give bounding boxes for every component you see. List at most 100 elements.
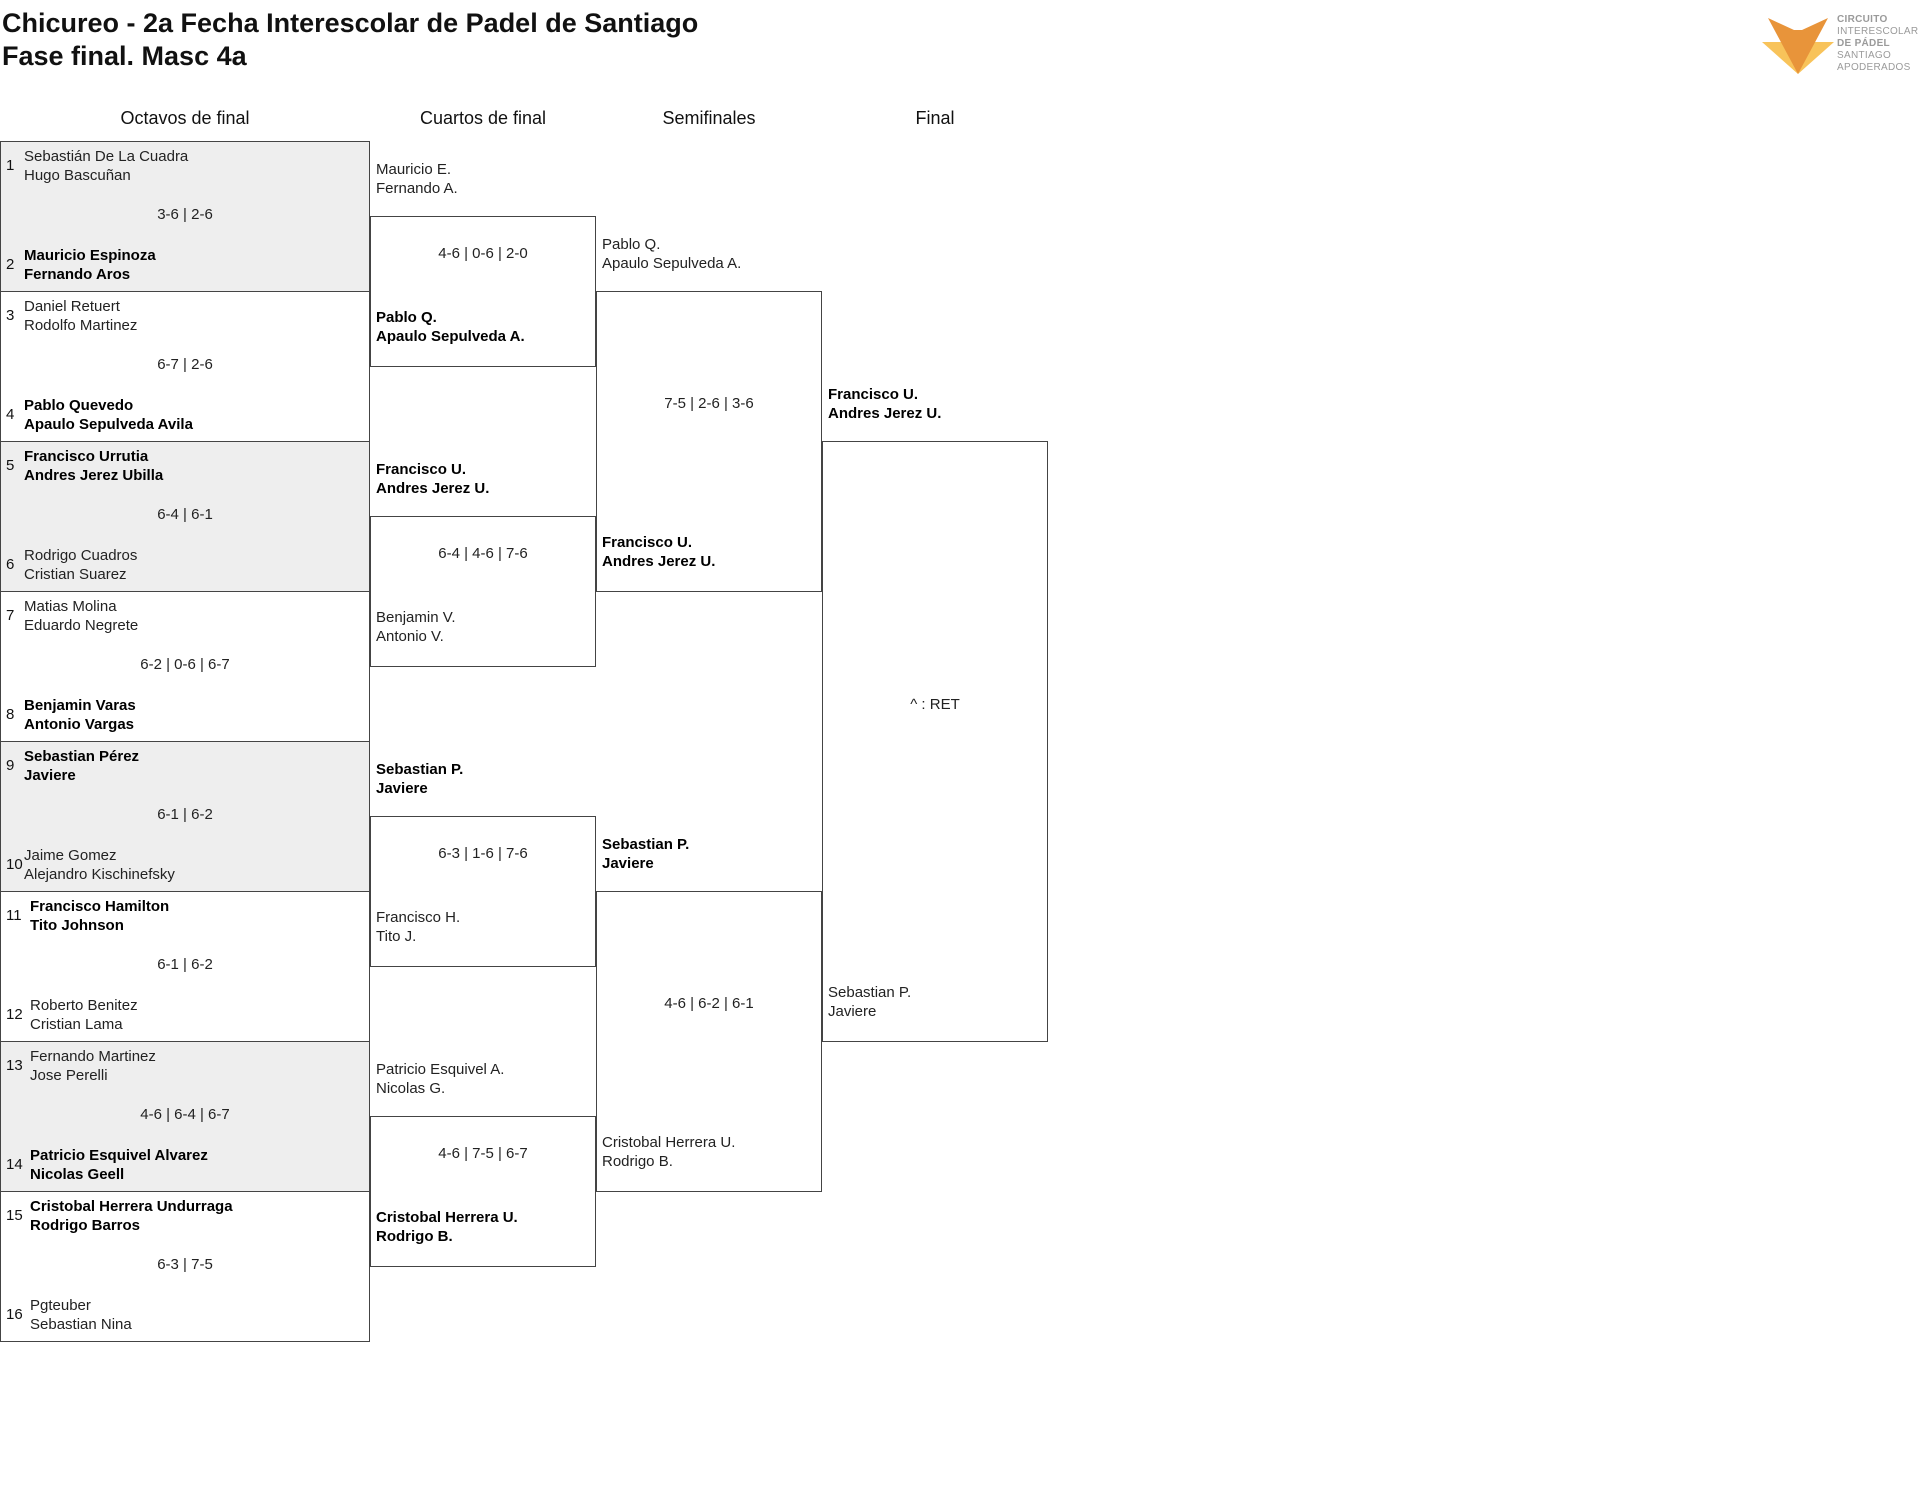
player-name: Benjamin Varas bbox=[24, 697, 136, 714]
player-name: Rodrigo Cuadros bbox=[24, 547, 138, 564]
player-name: Patricio Esquivel Alvarez bbox=[30, 1147, 208, 1164]
player-name: Antonio V. bbox=[376, 628, 444, 645]
logo-line: CIRCUITO bbox=[1837, 14, 1888, 25]
logo-line: APODERADOS bbox=[1837, 62, 1911, 73]
player-name: Jaime Gomez bbox=[24, 847, 117, 864]
round-header-final: Final bbox=[915, 108, 955, 128]
match-score: 4-6 | 7-5 | 6-7 bbox=[438, 1145, 528, 1162]
match-score: 6-4 | 4-6 | 7-6 bbox=[438, 545, 528, 562]
match-box-octavos bbox=[0, 141, 370, 292]
player-name: Apaulo Sepulveda A. bbox=[376, 328, 525, 345]
seed-number: 11 bbox=[6, 907, 22, 924]
team-entry: Benjamin V.Antonio V. bbox=[376, 608, 456, 646]
seed-number: 9 bbox=[6, 757, 15, 774]
player-name: Cristobal Herrera U. bbox=[602, 1134, 736, 1151]
team-entry: Cristobal Herrera U. Rodrigo B. bbox=[376, 1208, 518, 1246]
match-score: 6-4 | 6-1 bbox=[157, 506, 213, 523]
player-name: Matias Molina bbox=[24, 598, 117, 615]
match-score: 4-6 | 6-2 | 6-1 bbox=[664, 995, 754, 1012]
match-score: 6-3 | 7-5 bbox=[157, 1256, 213, 1273]
match-score: 6-1 | 6-2 bbox=[157, 806, 213, 823]
team-entry: Sebastian P. Javiere bbox=[376, 760, 463, 798]
seed-number: 13 bbox=[6, 1057, 23, 1074]
logo-dark-shape bbox=[1768, 18, 1828, 74]
player-name: Francisco U. bbox=[602, 534, 693, 551]
player-name: Pablo Quevedo bbox=[24, 397, 134, 414]
player-name: Apaulo Sepulveda A. bbox=[602, 255, 742, 272]
player-name: Pablo Q. bbox=[602, 236, 661, 253]
player-name: Daniel Retuert bbox=[24, 298, 120, 315]
player-name: Cristian Lama bbox=[30, 1016, 123, 1033]
player-name: Francisco U. bbox=[828, 386, 919, 403]
seed-number: 12 bbox=[6, 1006, 23, 1023]
team-entry: Pablo Q.Apaulo Sepulveda A. bbox=[376, 308, 525, 346]
match-box-semis bbox=[596, 891, 822, 1192]
player-name: Sebastian P. bbox=[376, 761, 464, 778]
match-score: 6-1 | 6-2 bbox=[157, 956, 213, 973]
player-name: Pgteuber bbox=[30, 1297, 91, 1314]
logo-text: CIRCUITO INTERESCOLAR DE PÁDEL SANTIAGO … bbox=[1837, 14, 1918, 74]
player-name: Sebastián De La Cuadra bbox=[24, 148, 189, 165]
player-name: Rodrigo Barros bbox=[30, 1217, 141, 1234]
player-name: Mauricio Espinoza bbox=[24, 247, 156, 264]
seed-number: 15 bbox=[6, 1207, 23, 1224]
match-score: 6-7 | 2-6 bbox=[157, 356, 213, 373]
player-name: Andres Jerez U. bbox=[828, 405, 942, 422]
team-entry: Sebastian P.Javiere bbox=[602, 835, 689, 873]
player-name: Javiere bbox=[376, 780, 428, 797]
match-score: 4-6 | 0-6 | 2-0 bbox=[438, 245, 528, 262]
seed-number: 4 bbox=[6, 406, 15, 423]
player-name: Cristian Suarez bbox=[24, 566, 127, 583]
team-entry: Sebastian P.Javiere bbox=[828, 983, 911, 1021]
player-name: Cristobal Herrera Undurraga bbox=[30, 1198, 233, 1215]
team-entry: Francisco H.Tito J. bbox=[376, 908, 460, 946]
player-name: Rodrigo B. bbox=[376, 1228, 453, 1245]
match-score: 3-6 | 2-6 bbox=[157, 206, 213, 223]
player-name: Francisco H. bbox=[376, 909, 461, 926]
final-note: ^ : RET bbox=[910, 696, 960, 713]
seed-number: 14 bbox=[6, 1156, 23, 1173]
player-name: Sebastian Nina bbox=[30, 1316, 132, 1333]
player-name: Sebastian Pérez bbox=[24, 748, 140, 765]
player-name: Andres Jerez Ubilla bbox=[24, 467, 164, 484]
player-name: Fernando A. bbox=[376, 180, 458, 197]
match-box-octavos bbox=[0, 441, 370, 592]
player-name: Francisco Urrutia bbox=[24, 448, 149, 465]
player-name: Jose Perelli bbox=[30, 1067, 108, 1084]
round-header-octavos: Octavos de final bbox=[120, 108, 250, 128]
player-name: Eduardo Negrete bbox=[24, 617, 139, 634]
logo-line: SANTIAGO bbox=[1837, 50, 1892, 61]
match-box-octavos bbox=[0, 1041, 370, 1192]
team-entry: Mauricio E.Fernando A. bbox=[376, 160, 458, 198]
player-name: Fernando Aros bbox=[24, 266, 131, 283]
fox-logo-icon bbox=[1762, 18, 1834, 74]
seed-number: 1 bbox=[6, 157, 15, 174]
player-name: Francisco U. bbox=[376, 461, 467, 478]
seed-number: 6 bbox=[6, 556, 15, 573]
page-subtitle: Fase final. Masc 4a bbox=[2, 41, 247, 71]
seed-number: 5 bbox=[6, 457, 15, 474]
team-entry: Pablo Q. Apaulo Sepulveda A. bbox=[602, 235, 741, 273]
page-title: Chicureo - 2a Fecha Interescolar de Pade… bbox=[2, 8, 699, 38]
match-box-cuartos bbox=[370, 516, 596, 667]
match-score: 6-2 | 0-6 | 6-7 bbox=[140, 656, 230, 673]
player-name: Nicolas G. bbox=[376, 1080, 446, 1097]
player-name: Cristobal Herrera U. bbox=[376, 1209, 518, 1226]
match-box-cuartos bbox=[370, 216, 596, 367]
player-name: Sebastian P. bbox=[602, 836, 690, 853]
player-name: Andres Jerez U. bbox=[602, 553, 716, 570]
